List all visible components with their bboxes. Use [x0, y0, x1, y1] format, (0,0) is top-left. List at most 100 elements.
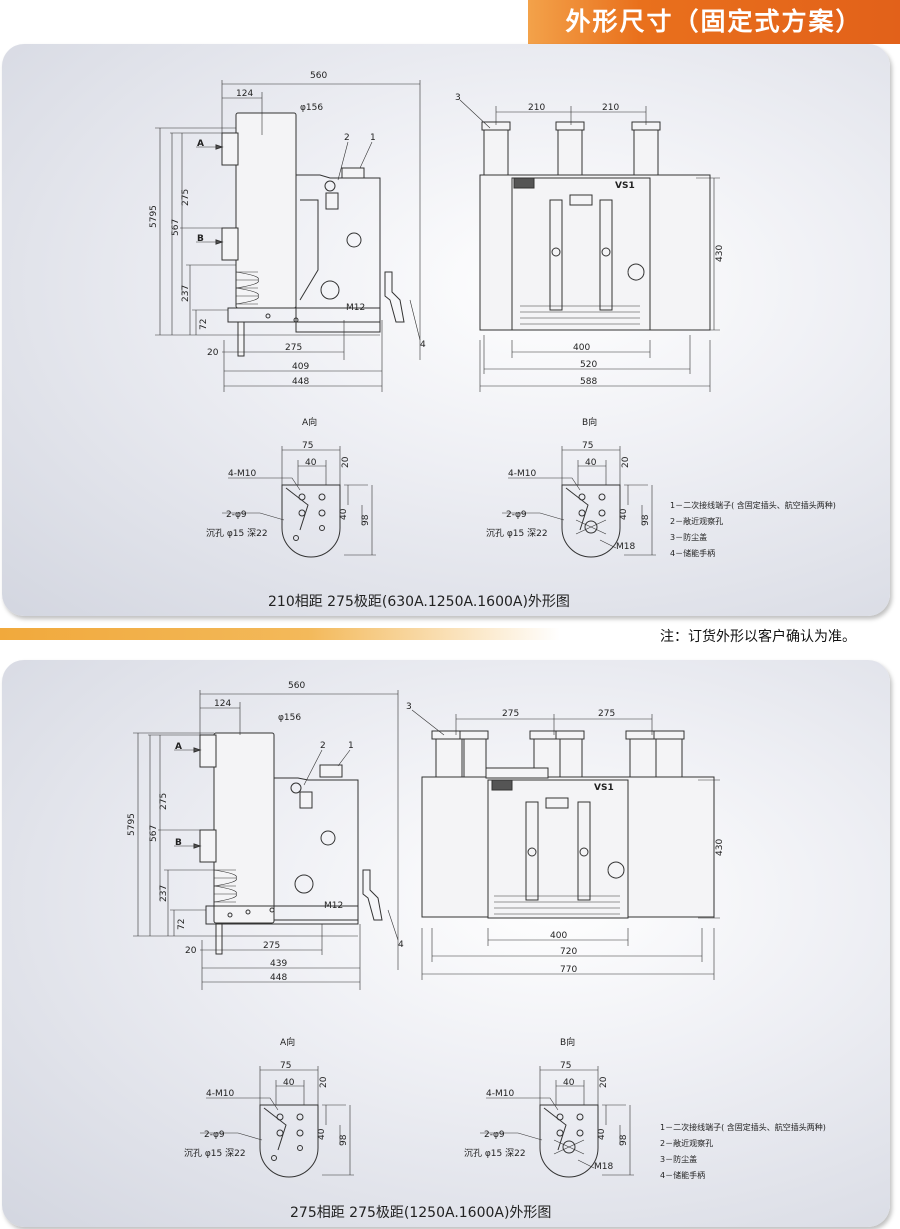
- detail-b-phi9: 2-φ9: [484, 1130, 505, 1140]
- detail-b-dim-40: 40: [585, 458, 597, 468]
- legend-1: 1－二次接线端子( 含固定插头、航空插头两种) 2－敞近观察孔 3－防尘盖 4－…: [670, 500, 836, 558]
- detail-a-dim-40v: 40: [339, 508, 349, 520]
- label-b: B: [175, 838, 182, 848]
- detail-b-dim-20: 20: [621, 456, 631, 468]
- detail-b-dim-98: 98: [641, 514, 651, 526]
- detail-a-phi9: 2-φ9: [226, 510, 247, 520]
- detail-a-dim-20: 20: [341, 456, 351, 468]
- dim-20: 20: [207, 348, 219, 358]
- dim-430: 430: [715, 839, 725, 856]
- dim-430: 430: [715, 245, 725, 262]
- detail-a-dim-98: 98: [339, 1134, 349, 1146]
- callout-3: 3: [406, 702, 412, 712]
- dim-275-v: 275: [159, 793, 169, 810]
- detail-a-dim-40v: 40: [317, 1128, 327, 1140]
- dim-567: 567: [149, 825, 159, 842]
- label-b: B: [197, 234, 204, 244]
- detail-a: A向 75 40 20 40 98 4-M10 2-φ9 沉孔 φ15 深22: [206, 416, 376, 558]
- legend-item-1: 1－二次接线端子( 含固定插头、航空插头两种): [670, 500, 836, 510]
- dim-237: 237: [159, 885, 169, 902]
- dim-400: 400: [573, 343, 590, 353]
- detail-b-dim-75: 75: [582, 441, 593, 451]
- dim-pitch-2: 275: [598, 709, 615, 719]
- detail-b-phi9: 2-φ9: [506, 510, 527, 520]
- detail-a-dim-75: 75: [280, 1061, 291, 1071]
- detail-a-dim-75: 75: [302, 441, 313, 451]
- detail-b: B向 75 40 20 40 98 4-M10 2-φ9 沉孔 φ15 深22 …: [464, 1036, 634, 1178]
- drawing-panel-1: [2, 44, 890, 616]
- dim-20: 20: [185, 946, 197, 956]
- dim-448: 448: [292, 377, 309, 387]
- callout-2: 2: [320, 741, 326, 751]
- detail-a-hole: 沉孔 φ15 深22: [184, 1148, 246, 1159]
- detail-b-dim-75: 75: [560, 1061, 571, 1071]
- dim-72: 72: [177, 919, 187, 930]
- detail-b-m18: M18: [616, 542, 635, 552]
- dim-5795: 5795: [149, 205, 159, 228]
- detail-a-m10: 4-M10: [228, 469, 256, 479]
- dim-567: 567: [171, 219, 181, 236]
- dim-560: 560: [310, 71, 327, 81]
- section-2-caption: 275相距 275极距(1250A.1600A)外形图: [290, 1205, 552, 1221]
- page-title-banner: 外形尺寸（固定式方案）: [528, 0, 900, 44]
- dim-5795: 5795: [127, 813, 137, 836]
- legend-item-2: 2－敞近观察孔: [660, 1138, 713, 1148]
- legend-item-3: 3－防尘盖: [660, 1154, 697, 1164]
- legend-item-2: 2－敞近观察孔: [670, 516, 723, 526]
- detail-b-title: B向: [560, 1036, 575, 1048]
- dim-560: 560: [288, 681, 305, 691]
- detail-a-m10: 4-M10: [206, 1089, 234, 1099]
- detail-b-dim-40v: 40: [619, 508, 629, 520]
- dim-phi156: φ156: [300, 103, 323, 113]
- detail-b-hole: 沉孔 φ15 深22: [486, 528, 548, 539]
- dim-275-h: 275: [263, 941, 280, 951]
- detail-b-dim-20: 20: [599, 1076, 609, 1088]
- legend-item-1: 1－二次接线端子( 含固定插头、航空插头两种): [660, 1122, 826, 1132]
- front-view: VS1 275 275 430 400 720 770 3: [406, 702, 725, 980]
- section-1-caption: 210相距 275极距(630A.1250A.1600A)外形图: [268, 594, 570, 610]
- label-m12: M12: [324, 901, 343, 911]
- label-a: A: [175, 742, 182, 752]
- detail-b-dim-98: 98: [619, 1134, 629, 1146]
- divider-stripe: [0, 628, 560, 640]
- dim-124: 124: [214, 699, 231, 709]
- detail-a-dim-40: 40: [283, 1078, 295, 1088]
- dim-124: 124: [236, 89, 253, 99]
- section-1-drawing: 560 124 φ156 5795 567 275 237 72 20 275 …: [149, 71, 836, 558]
- detail-a-title: A向: [280, 1036, 295, 1048]
- order-note: 注：订货外形以客户确认为准。: [660, 629, 856, 645]
- dim-237: 237: [181, 285, 191, 302]
- dim-275-h: 275: [285, 343, 302, 353]
- dim-400: 400: [550, 931, 567, 941]
- dim-448: 448: [270, 973, 287, 983]
- detail-b-m18: M18: [594, 1162, 613, 1172]
- legend-item-4: 4－储能手柄: [660, 1170, 705, 1180]
- detail-b-m10: 4-M10: [508, 469, 536, 479]
- dim-front-total: 588: [580, 377, 597, 387]
- legend-2: 1－二次接线端子( 含固定插头、航空插头两种) 2－敞近观察孔 3－防尘盖 4－…: [660, 1122, 826, 1180]
- dim-mid-width: 409: [292, 362, 309, 372]
- legend-item-4: 4－储能手柄: [670, 548, 715, 558]
- detail-b: B向 75 40 20 40 98 4-M10 2-φ9 沉孔 φ15 深22 …: [486, 416, 656, 558]
- dim-pitch-1: 210: [528, 103, 545, 113]
- dim-phi156: φ156: [278, 713, 301, 723]
- detail-a: A向 75 40 20 40 98 4-M10 2-φ9 沉孔 φ15 深22: [184, 1036, 354, 1178]
- callout-3: 3: [455, 93, 461, 103]
- label-m12: M12: [346, 303, 365, 313]
- dim-pitch-2: 210: [602, 103, 619, 113]
- dim-72: 72: [199, 319, 209, 330]
- detail-b-hole: 沉孔 φ15 深22: [464, 1148, 526, 1159]
- side-view: 560 124 φ156 5795 567 275 237 72 20 275 …: [149, 71, 426, 392]
- detail-a-dim-40: 40: [305, 458, 317, 468]
- detail-a-hole: 沉孔 φ15 深22: [206, 528, 268, 539]
- callout-1: 1: [348, 741, 354, 751]
- detail-b-dim-40: 40: [563, 1078, 575, 1088]
- dim-front-total: 770: [560, 965, 577, 975]
- detail-b-title: B向: [582, 416, 597, 428]
- callout-1: 1: [370, 133, 376, 143]
- side-view: 560 124 φ156 5795 567 275 237 72 20 275 …: [127, 681, 404, 990]
- brand-label: VS1: [594, 783, 614, 793]
- legend-item-3: 3－防尘盖: [670, 532, 707, 542]
- label-a: A: [197, 139, 204, 149]
